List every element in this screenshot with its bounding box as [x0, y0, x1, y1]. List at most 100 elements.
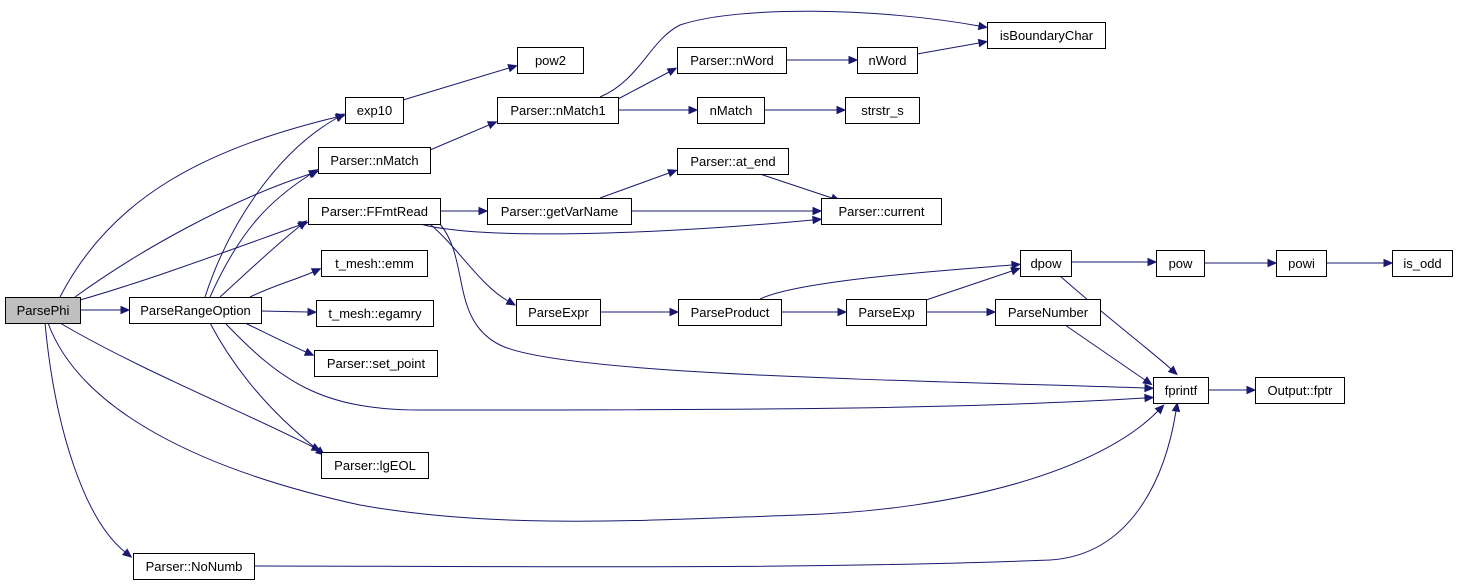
edge-n-word-to-is-boundary-char: [916, 38, 989, 55]
edge-line: [209, 322, 319, 451]
node-t-mesh-emm[interactable]: t_mesh::emm: [321, 250, 428, 277]
node-label: Parser::nMatch1: [510, 103, 605, 118]
node-is-boundary-char[interactable]: isBoundaryChar: [987, 22, 1106, 49]
node-label: ParseProduct: [691, 305, 770, 320]
edge-pow-to-powi: [1204, 258, 1278, 268]
node-n-word[interactable]: nWord: [857, 47, 918, 74]
edge-line: [224, 322, 1146, 411]
node-fprintf[interactable]: fprintf: [1153, 377, 1209, 404]
edge-parser-get-var-name-to-parser-current: [631, 206, 823, 216]
node-parser-lg-eol[interactable]: Parser::lgEOL: [321, 452, 429, 479]
edge-line: [916, 42, 980, 55]
node-box: [1020, 250, 1072, 277]
node-box: [318, 147, 431, 174]
node-box: [1392, 250, 1453, 277]
arrowhead-icon: [1011, 260, 1022, 270]
node-label: isBoundaryChar: [1000, 28, 1094, 43]
node-dpow[interactable]: dpow: [1020, 250, 1072, 277]
node-box: [517, 47, 584, 74]
edge-parser-no-numb-to-fprintf: [253, 401, 1181, 568]
arrowhead-icon: [848, 55, 859, 65]
node-label: Output::fptr: [1267, 383, 1333, 398]
node-label: Parser::FFmtRead: [321, 204, 428, 219]
node-label: Parser::getVarName: [501, 204, 619, 219]
edge-parse-range-option-to-parser-n-match: [209, 169, 319, 298]
edge-parser-n-word-to-n-word: [786, 55, 859, 65]
node-strstr-s[interactable]: strstr_s: [845, 97, 920, 124]
arrowhead-icon: [986, 307, 997, 317]
edge-parse-product-to-parse-exp: [781, 307, 848, 317]
arrowhead-icon: [478, 206, 489, 216]
node-label: is_odd: [1403, 256, 1441, 271]
node-parser-get-var-name[interactable]: Parser::getVarName: [487, 198, 632, 225]
arrowhead-icon: [307, 307, 318, 317]
edge-parse-number-to-fprintf: [1064, 324, 1153, 386]
node-pow[interactable]: pow: [1156, 250, 1205, 277]
edge-n-match-to-strstr-s: [764, 105, 847, 115]
node-box: [1156, 250, 1205, 277]
node-parse-number[interactable]: ParseNumber: [995, 299, 1101, 326]
arrowhead-icon: [1010, 267, 1021, 276]
node-parser-set-point[interactable]: Parser::set_point: [314, 350, 438, 377]
edge-parse-range-option-to-fprintf: [224, 322, 1155, 411]
node-parse-range-option[interactable]: ParseRangeOption: [129, 297, 262, 324]
node-label: Parser::NoNumb: [146, 559, 243, 574]
arrowhead-icon: [334, 113, 346, 122]
arrowhead-icon: [812, 215, 823, 225]
edge-parse-phi-to-parser-n-match: [74, 170, 319, 298]
node-label: fprintf: [1165, 383, 1198, 398]
node-parser-at-end[interactable]: Parser::at_end: [677, 148, 789, 175]
node-parse-expr[interactable]: ParseExpr: [516, 299, 601, 326]
edge-dpow-to-pow: [1071, 257, 1158, 267]
node-parser-no-numb[interactable]: Parser::NoNumb: [133, 553, 255, 580]
node-n-match[interactable]: nMatch: [697, 97, 765, 124]
node-box: [316, 300, 434, 327]
node-pow2[interactable]: pow2: [517, 47, 584, 74]
node-powi[interactable]: powi: [1276, 250, 1327, 277]
edge-line: [617, 71, 670, 100]
arrowhead-icon: [1171, 401, 1181, 413]
node-exp10[interactable]: exp10: [345, 97, 404, 124]
node-box: [345, 97, 404, 124]
node-is-odd[interactable]: is_odd: [1392, 250, 1453, 277]
edge-line: [759, 264, 1013, 300]
node-box: [1276, 250, 1327, 277]
arrowhead-icon: [310, 268, 322, 277]
node-parser-n-match[interactable]: Parser::nMatch: [318, 147, 431, 174]
node-parse-product[interactable]: ParseProduct: [678, 299, 782, 326]
arrowhead-icon: [669, 307, 680, 317]
edge-parser-ffmt-read-to-parse-expr: [429, 223, 517, 306]
edge-line: [925, 270, 1013, 301]
node-label: nWord: [868, 53, 906, 68]
edge-fprintf-to-output-fptr: [1208, 385, 1257, 395]
node-box: [321, 452, 429, 479]
node-parser-n-match1[interactable]: Parser::nMatch1: [497, 97, 619, 124]
node-output-fptr[interactable]: Output::fptr: [1255, 377, 1345, 404]
edge-parser-n-match-to-parser-n-match1: [429, 121, 498, 151]
node-parse-phi: ParsePhi: [5, 297, 81, 324]
node-parser-n-word[interactable]: Parser::nWord: [677, 47, 787, 74]
node-t-mesh-egamry[interactable]: t_mesh::egamry: [316, 300, 434, 327]
edge-dpow-to-fprintf: [1059, 275, 1178, 376]
edge-parse-range-option-to-t-mesh-emm: [249, 268, 322, 298]
node-parser-ffmt-read[interactable]: Parser::FFmtRead: [308, 198, 441, 225]
arrowhead-icon: [688, 105, 699, 115]
node-label: t_mesh::emm: [335, 256, 414, 271]
edge-parse-range-option-to-t-mesh-egamry: [260, 307, 318, 317]
node-label: nMatch: [710, 103, 753, 118]
edge-powi-to-is-odd: [1326, 258, 1394, 268]
node-parse-exp[interactable]: ParseExp: [846, 299, 927, 326]
edge-line: [759, 173, 833, 199]
node-box: [5, 297, 81, 324]
arrowhead-icon: [1246, 385, 1257, 395]
edge-line: [59, 322, 314, 448]
edge-parse-phi-to-parser-ffmt-read: [79, 221, 309, 301]
arrowhead-icon: [977, 21, 989, 31]
node-label: pow: [1169, 256, 1193, 271]
arrowhead-icon: [1267, 258, 1278, 268]
node-label: pow2: [535, 53, 566, 68]
node-parser-current[interactable]: Parser::current: [821, 198, 942, 225]
edge-parse-phi-to-parse-range-option: [80, 305, 131, 315]
